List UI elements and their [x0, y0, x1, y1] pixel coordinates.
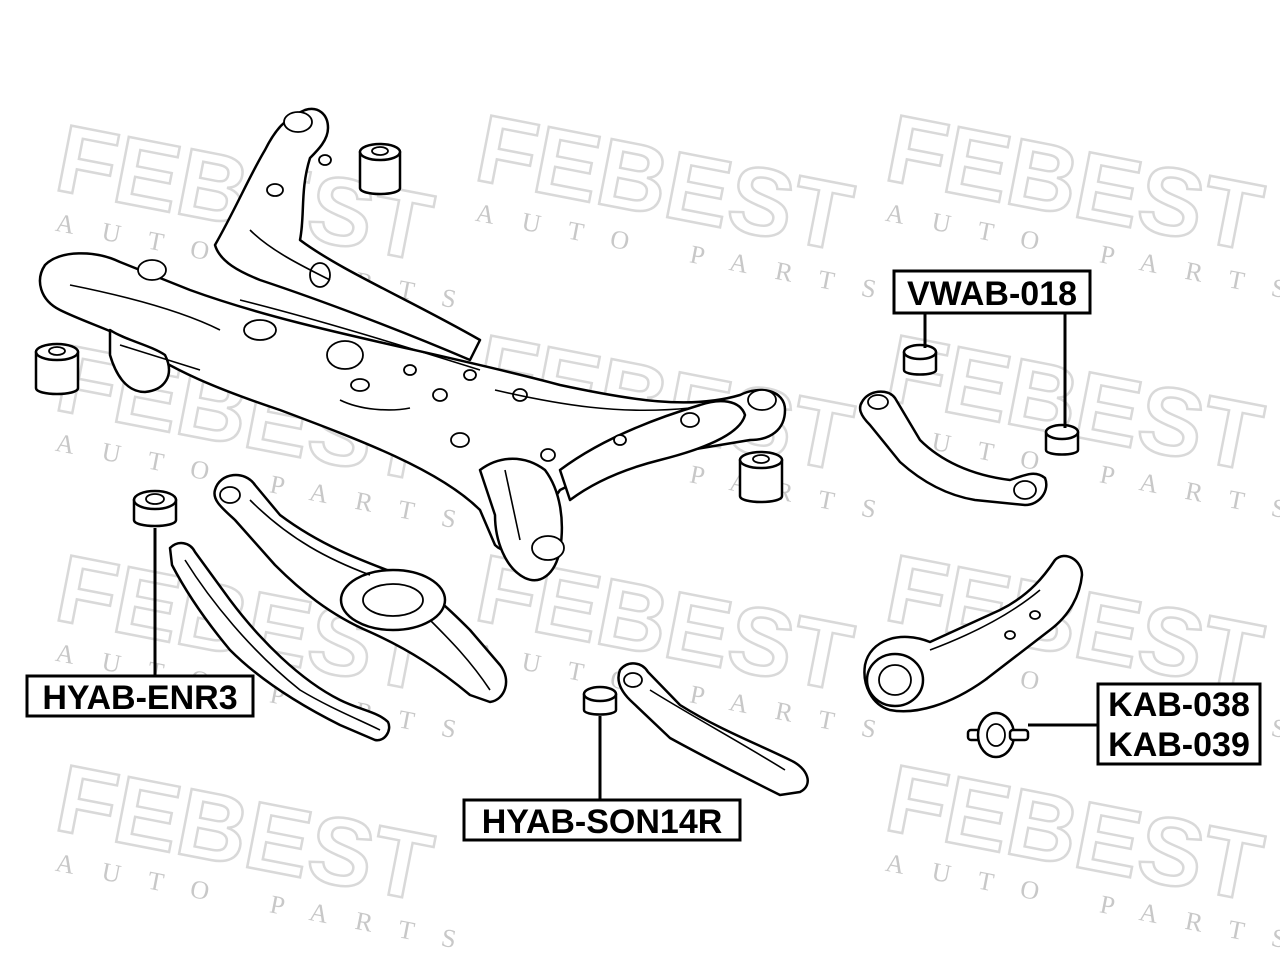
- label-hyab-enr3-text: HYAB-ENR3: [42, 679, 237, 717]
- rear-subframe: [38, 107, 787, 582]
- label-vwab-018: VWAB-018: [892, 269, 1092, 315]
- lower-control-arm: [213, 473, 508, 704]
- label-hyab-son14r-text: HYAB-SON14R: [482, 803, 723, 841]
- label-kab-039-text: KAB-039: [1108, 726, 1250, 764]
- label-hyab-son14r: HYAB-SON14R: [462, 798, 742, 842]
- subframe-bushing-left: [34, 342, 80, 396]
- subframe-bushing-top: [358, 142, 402, 196]
- bushing-hyab-enr3: [132, 489, 178, 528]
- label-kab-038-039: KAB-038 KAB-039: [1096, 682, 1262, 766]
- bushing-vwab-upper: [902, 343, 938, 376]
- bushing-kab: [966, 711, 1030, 759]
- label-hyab-enr3: HYAB-ENR3: [25, 674, 255, 718]
- subframe-bushing-right: [738, 450, 784, 504]
- label-vwab-018-text: VWAB-018: [907, 275, 1077, 313]
- rear-arm: [863, 554, 1084, 713]
- bushing-vwab-lower: [1044, 423, 1080, 456]
- upper-control-arm: [858, 390, 1048, 507]
- label-kab-038-text: KAB-038: [1108, 686, 1250, 724]
- trailing-arm: [168, 541, 391, 742]
- bushing-hyab-son14r: [582, 685, 618, 716]
- leader-lines: [153, 312, 1098, 800]
- toe-link-arm: [617, 662, 809, 797]
